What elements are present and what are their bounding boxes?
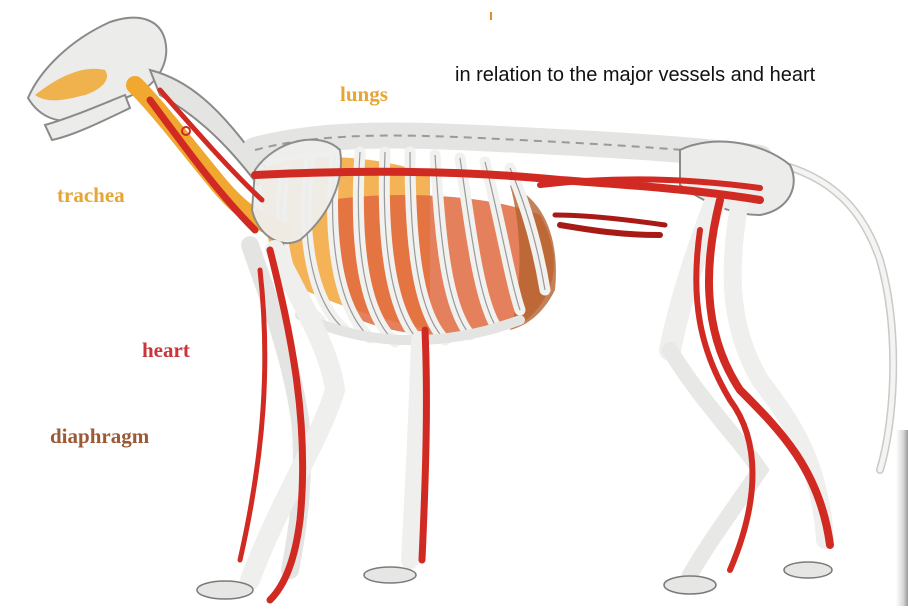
front-leg-2 [401,331,429,569]
major-vessels [146,87,834,604]
label-lungs: lungs [340,82,388,106]
hind-leg-lower-far [662,342,770,583]
orange-tick-mark [490,12,492,20]
edge-strip [896,430,908,606]
label-diaphragm: diaphragm [50,424,150,448]
paws [196,561,833,600]
tail-bones-inner [757,157,896,473]
hind-leg-upper [659,179,731,361]
scapula [250,138,342,245]
front-leg-near [240,240,346,590]
diagram-caption: in relation to the major vessels and hea… [455,64,816,86]
label-trachea: trachea [57,183,125,207]
nasal-trachea-start [35,68,108,101]
jaw [43,93,132,142]
trachea-marker [181,126,191,136]
label-heart: heart [142,338,190,362]
hind-leg-near [723,191,834,549]
